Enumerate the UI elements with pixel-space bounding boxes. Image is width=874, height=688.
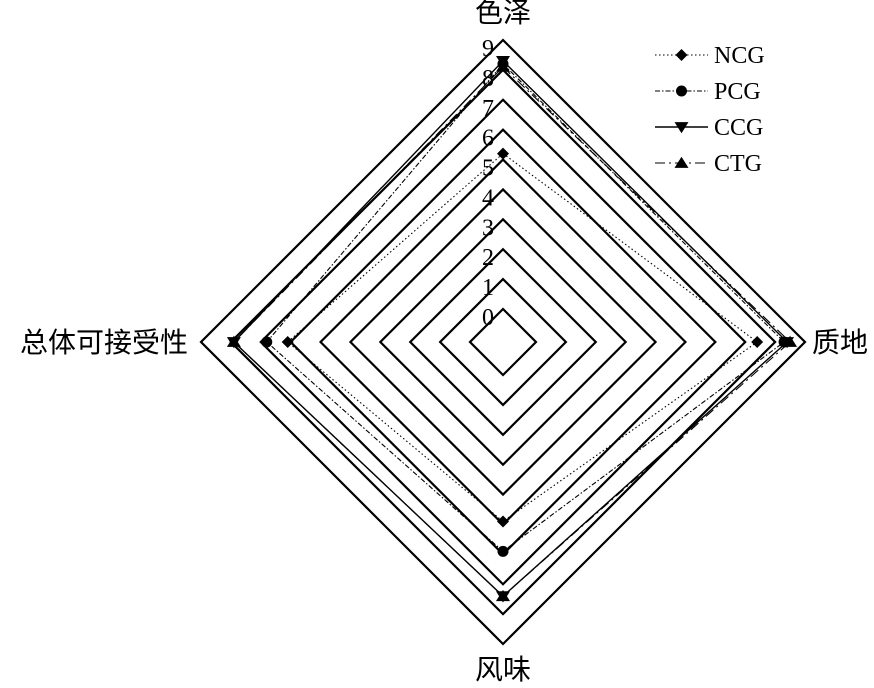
data-point-PCG-3: [261, 336, 273, 348]
data-point-CTG-3: [226, 335, 241, 347]
series-NCG: [281, 147, 764, 528]
legend-item-CCG: CCG: [655, 115, 763, 141]
tick-label-6: 6: [482, 126, 494, 152]
data-point-PCG-2: [497, 545, 509, 557]
tick-label-1: 1: [482, 275, 494, 301]
legend-label-NCG: NCG: [714, 43, 765, 69]
data-point-NCG-1: [751, 336, 764, 348]
legend-marker-CTG: [674, 156, 689, 168]
grid-ring-3: [378, 217, 628, 467]
tick-label-4: 4: [482, 185, 494, 211]
series-line-PCG: [265, 63, 785, 553]
legend-item-PCG: PCG: [655, 79, 761, 105]
legend: NCG PCG CCG CTG: [655, 43, 765, 177]
tick-labels: 0 1 2 3 4 5 6 7 8 9: [482, 36, 494, 331]
grid-ring-4: [348, 187, 658, 497]
legend-item-CTG: CTG: [655, 151, 762, 177]
legend-marker-PCG: [676, 85, 687, 97]
legend-label-CTG: CTG: [714, 151, 762, 177]
legend-label-CCG: CCG: [714, 115, 763, 141]
axis-label-right: 质地: [812, 327, 868, 359]
tick-label-2: 2: [482, 245, 494, 271]
axis-labels: 色泽 质地 风味 总体可接受性: [20, 0, 868, 686]
tick-label-0: 0: [482, 305, 494, 331]
axis-label-top: 色泽: [475, 0, 531, 29]
data-point-NCG-0: [497, 147, 509, 160]
tick-label-9: 9: [482, 36, 494, 62]
tick-label-8: 8: [482, 66, 494, 92]
axis-label-bottom: 风味: [475, 654, 531, 686]
grid-ring-6: [289, 128, 717, 556]
data-point-NCG-3: [281, 336, 294, 348]
data-point-CTG-2: [496, 589, 510, 602]
tick-label-3: 3: [482, 215, 494, 241]
tick-label-5: 5: [482, 156, 494, 182]
legend-item-NCG: NCG: [655, 43, 765, 69]
tick-label-7: 7: [482, 96, 494, 122]
data-point-CTG-0: [496, 60, 510, 72]
grid-ring-2: [408, 247, 598, 437]
legend-marker-CCG: [674, 122, 689, 134]
legend-label-PCG: PCG: [714, 79, 761, 105]
legend-marker-NCG: [675, 49, 688, 61]
data-point-CTG-1: [783, 335, 798, 347]
grid-ring-0: [468, 307, 538, 377]
grid-ring-1: [438, 277, 568, 407]
series-CTG: [226, 60, 798, 602]
series-layer: [226, 56, 798, 603]
grid-ring-7: [259, 98, 747, 586]
data-point-NCG-2: [497, 515, 509, 528]
axis-label-left: 总体可接受性: [20, 327, 188, 359]
grid-ring-9: [199, 38, 807, 646]
